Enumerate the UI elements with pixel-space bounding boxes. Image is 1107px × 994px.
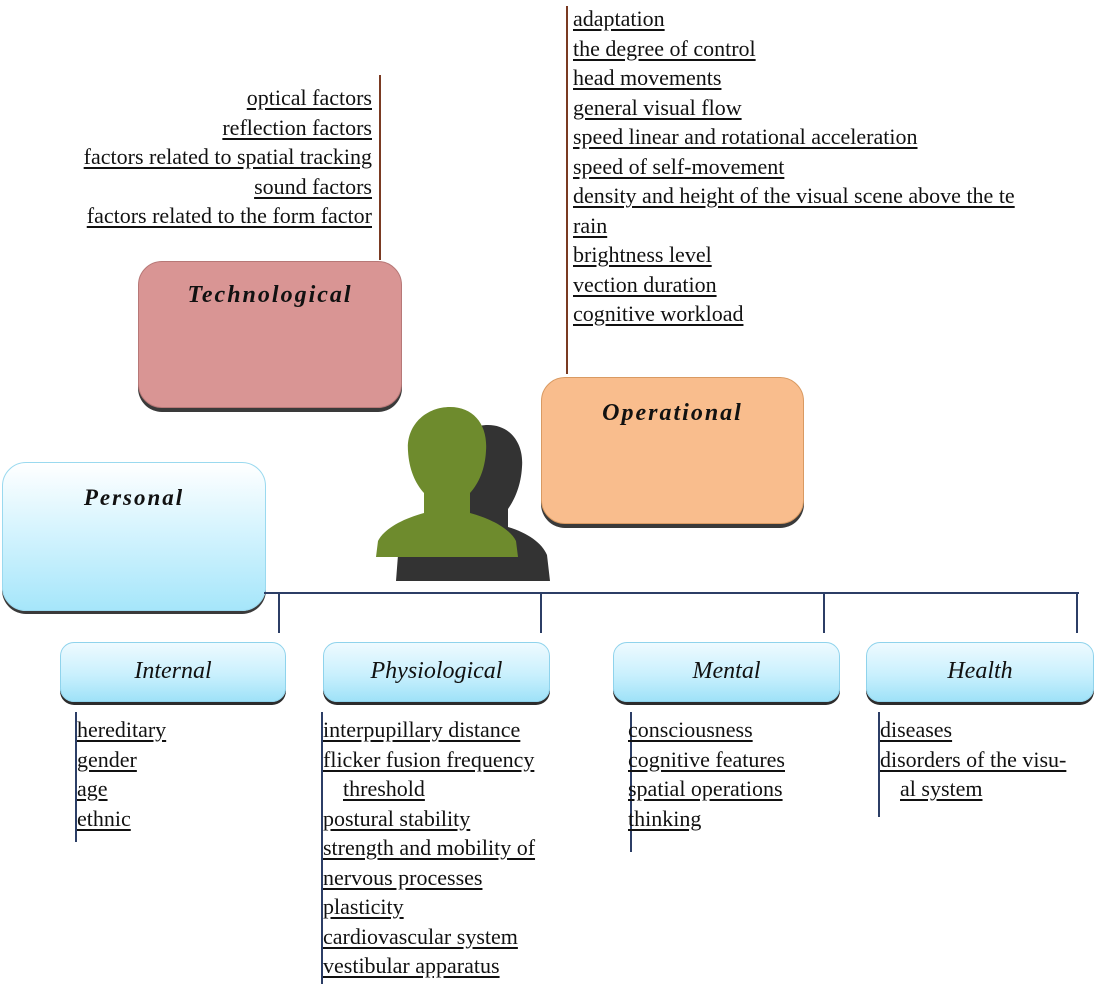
list-item: strength and mobility of xyxy=(323,835,536,860)
physiological-connector xyxy=(321,712,323,984)
list-item: speed of self-movement xyxy=(573,153,785,179)
physiological-box: Physiological xyxy=(323,642,550,702)
list-item: postural stability xyxy=(323,805,471,831)
person-silhouette-icon xyxy=(370,405,555,583)
operational-items: adaptation the degree of control head mo… xyxy=(573,4,1015,329)
list-item: disorders of the visu- xyxy=(880,746,1067,772)
list-item: general visual flow xyxy=(573,94,742,120)
internal-items: hereditary gender age ethnic xyxy=(77,715,166,833)
technological-box: Technological xyxy=(138,261,402,408)
list-item: optical factors xyxy=(246,85,372,110)
list-item: sound factors xyxy=(254,173,372,199)
branch-drop xyxy=(1076,592,1078,633)
list-item: plasticity xyxy=(323,894,404,919)
list-item: vection duration xyxy=(573,271,717,297)
health-connector xyxy=(878,712,880,817)
branch-drop xyxy=(278,592,280,633)
list-item: consciousness xyxy=(628,717,753,742)
list-item: density and height of the visual scene a… xyxy=(573,183,1015,208)
internal-title: Internal xyxy=(134,658,212,684)
internal-connector xyxy=(75,712,77,842)
health-items: diseases disorders of the visu- al syste… xyxy=(880,715,1066,804)
personal-box: Personal xyxy=(2,462,266,611)
branch-drop xyxy=(823,592,825,633)
physiological-items: interpupillary distance flicker fusion f… xyxy=(323,715,535,981)
list-item: spatial operations xyxy=(628,776,783,801)
list-item: al system xyxy=(900,776,983,801)
list-item: factors related to spatial tracking xyxy=(83,144,372,169)
mental-connector xyxy=(630,712,632,852)
operational-box: Operational xyxy=(541,377,804,524)
list-item: rain xyxy=(573,212,608,238)
list-item: reflection factors xyxy=(222,114,372,140)
personal-title: Personal xyxy=(83,485,185,510)
list-item: cardiovascular system xyxy=(323,923,518,949)
technological-title: Technological xyxy=(187,282,353,308)
list-item: vestibular apparatus xyxy=(323,953,500,978)
list-item: cognitive workload xyxy=(573,301,744,326)
branch-drop xyxy=(540,592,542,633)
list-item: age xyxy=(77,776,108,801)
health-box: Health xyxy=(866,642,1094,702)
mental-box: Mental xyxy=(613,642,840,702)
list-item: speed linear and rotational acceleration xyxy=(573,124,918,149)
technological-connector xyxy=(379,75,381,260)
person-front-icon xyxy=(376,407,518,557)
list-item: adaptation xyxy=(573,6,665,31)
physiological-title: Physiological xyxy=(370,658,503,684)
health-title: Health xyxy=(947,658,1013,684)
operational-connector xyxy=(566,6,568,374)
operational-title: Operational xyxy=(602,400,743,426)
mental-items: consciousness cognitive features spatial… xyxy=(628,715,785,833)
list-item: head movements xyxy=(573,65,722,90)
list-item: thinking xyxy=(628,805,702,831)
list-item: ethnic xyxy=(77,805,131,831)
list-item: the degree of control xyxy=(573,35,756,61)
technological-items: optical factors reflection factors facto… xyxy=(84,83,372,231)
list-item: brightness level xyxy=(573,242,712,267)
list-item: interpupillary distance xyxy=(323,717,521,742)
mental-title: Mental xyxy=(692,658,761,684)
list-item: cognitive features xyxy=(628,746,785,772)
list-item: diseases xyxy=(880,717,953,742)
list-item: threshold xyxy=(343,776,425,801)
list-item: gender xyxy=(77,746,137,772)
list-item: hereditary xyxy=(77,717,167,742)
list-item: factors related to the form factor xyxy=(86,203,372,228)
internal-box: Internal xyxy=(60,642,286,702)
branch-connector xyxy=(264,592,1079,594)
list-item: flicker fusion frequency xyxy=(323,746,535,772)
list-item: nervous processes xyxy=(323,864,483,890)
